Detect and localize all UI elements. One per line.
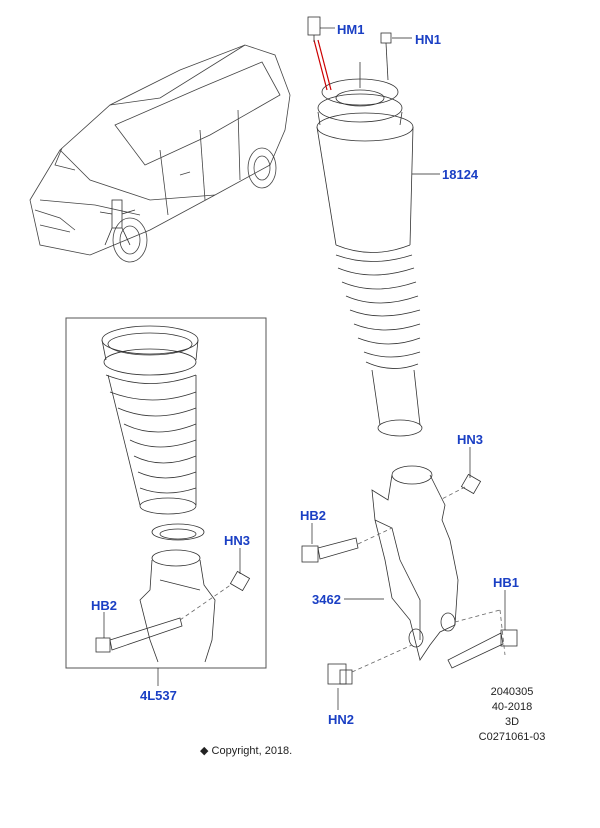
callout-hb2-right[interactable]: HB2 <box>300 508 327 523</box>
callout-18124[interactable]: 18124 <box>442 167 479 182</box>
callout-hn3-right[interactable]: HN3 <box>457 432 484 447</box>
callout-4l537[interactable]: 4L537 <box>140 688 177 703</box>
inset-gaiter-kit <box>101 325 216 663</box>
vehicle-illustration <box>29 44 291 263</box>
callout-hn2[interactable]: HN2 <box>328 712 355 727</box>
callout-hm1[interactable]: HM1 <box>337 22 365 37</box>
air-strut-assembly <box>316 62 423 437</box>
callout-3462[interactable]: 3462 <box>312 592 341 607</box>
inset-nut-hn3 <box>229 570 251 592</box>
bolt-hb1 <box>447 629 518 669</box>
knuckle-assembly <box>371 465 459 661</box>
connector-hm1 <box>307 16 321 42</box>
copyright-notice: ◆ Copyright, 2018. <box>200 745 293 757</box>
connector-highlight <box>313 39 332 91</box>
reference-line-3: 3D <box>504 716 520 728</box>
bolt-hb2-right <box>301 537 359 563</box>
callout-hn1[interactable]: HN1 <box>415 32 442 47</box>
leader-lines <box>103 27 506 710</box>
bolt-hn1 <box>380 32 392 81</box>
inset-frame <box>65 317 267 669</box>
nut-hn3-right <box>460 473 482 495</box>
callout-hn3-left[interactable]: HN3 <box>224 533 251 548</box>
alignment-lines <box>351 486 506 673</box>
nut-hn2 <box>327 663 353 685</box>
inset-alignment-lines <box>179 583 233 621</box>
reference-line-4: C0271061-03 <box>478 731 546 743</box>
reference-line-1: 2040305 <box>490 686 534 698</box>
inset-bolt-hb2 <box>95 617 183 653</box>
vehicle-strut-highlight <box>99 199 136 246</box>
callout-hb2-left[interactable]: HB2 <box>91 598 118 613</box>
reference-line-2: 40-2018 <box>491 701 533 713</box>
callout-hb1[interactable]: HB1 <box>493 575 520 590</box>
